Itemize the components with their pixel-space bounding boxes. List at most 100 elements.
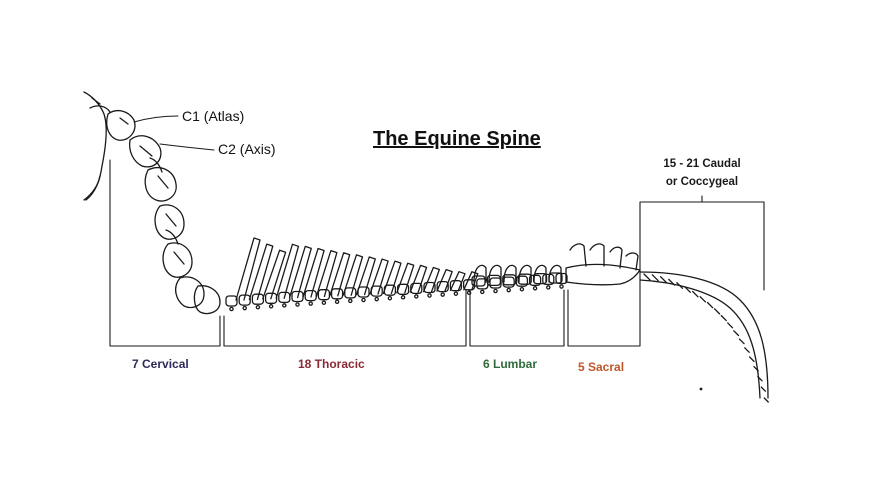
- vertebral-body: [251, 293, 265, 305]
- thoracic-spine: [248, 243, 274, 301]
- page-title: The Equine Spine: [373, 128, 541, 150]
- thoracic-spine: [382, 260, 402, 295]
- vertebral-body: [357, 286, 370, 298]
- thoracic-spine: [288, 245, 312, 299]
- caudal-segment-tick: [753, 365, 759, 372]
- caudal-segment-tick: [757, 375, 763, 382]
- lumbar-body: [471, 275, 486, 287]
- vertebral-foramen: [519, 286, 525, 292]
- thoracic-spine: [329, 252, 351, 297]
- thoracic-spine: [262, 249, 287, 300]
- caudal-label: 15 - 21 Caudal or Coccygeal: [636, 155, 768, 191]
- vertebral-body: [396, 283, 410, 295]
- vertebral-foramen: [321, 300, 327, 305]
- lumbar-spine: [488, 264, 502, 283]
- vertebral-foramen: [295, 302, 300, 307]
- vertebral-foramen: [282, 303, 287, 308]
- sacral-label: 5 Sacral: [578, 360, 625, 374]
- vertebral-body: [304, 289, 317, 302]
- thoracic-spine: [369, 258, 389, 295]
- vertebral-foramen: [466, 290, 472, 296]
- vertebral-foramen: [242, 305, 247, 311]
- caudal-segment-tick: [699, 296, 707, 303]
- thoracic-spine: [463, 271, 479, 291]
- callout-lines: [133, 115, 215, 151]
- vertebral-bodies: [225, 272, 568, 312]
- vertebral-foramen: [229, 306, 234, 312]
- thoracic-spine: [396, 262, 415, 294]
- lumbar-body: [502, 274, 517, 286]
- vertebral-body: [370, 285, 383, 297]
- lumbar-spine: [533, 264, 547, 283]
- lumbar-spine: [473, 264, 487, 283]
- vertebral-foramen: [546, 285, 551, 290]
- thoracic-spinous-processes: [235, 237, 562, 301]
- vertebral-foramen: [348, 298, 353, 304]
- vertebral-body: [344, 287, 357, 299]
- caudal-segment-tick: [738, 338, 745, 345]
- dot-mark: [699, 387, 703, 391]
- caudal-segment-tick: [720, 314, 727, 322]
- sacral-bracket: [567, 289, 641, 347]
- vertebral-foramen: [440, 292, 445, 297]
- region-brackets: [109, 159, 765, 347]
- sacrum: [565, 243, 641, 286]
- vertebral-body: [278, 291, 291, 304]
- vertebral-foramen: [255, 304, 261, 310]
- vertebral-body: [383, 284, 397, 296]
- vertebral-body: [225, 295, 238, 307]
- vertebral-foramen: [480, 289, 485, 295]
- vertebral-body: [291, 290, 304, 303]
- vertebral-body: [462, 279, 476, 291]
- vertebral-foramen: [400, 295, 406, 300]
- caudal-segment-tick: [760, 386, 767, 392]
- vertebral-foramen: [374, 296, 379, 302]
- lumbar-body: [517, 273, 532, 285]
- c2-axis-label: C2 (Axis): [218, 141, 276, 157]
- caudal-segment-tick: [727, 322, 734, 329]
- thoracic-label: 18 Thoracic: [298, 357, 365, 371]
- vertebral-foramen: [532, 286, 538, 291]
- skull-fragment: [83, 91, 111, 201]
- caudal-segment-tick: [668, 278, 676, 286]
- lumbar-spine: [518, 264, 532, 283]
- vertebral-body: [330, 288, 344, 300]
- caudal-segment-tick: [763, 397, 769, 403]
- thoracic-spine: [315, 249, 338, 298]
- vertebral-foramen: [334, 299, 340, 305]
- lumbar-body: [532, 272, 548, 285]
- c1-leader: [133, 115, 179, 123]
- caudal-label-line1: 15 - 21 Caudal: [663, 158, 741, 170]
- vertebral-foramen: [308, 301, 313, 306]
- caudal-segment-tick: [744, 347, 750, 353]
- caudal-segment-tick: [684, 286, 691, 293]
- caudal-segment-tick: [713, 308, 721, 315]
- thoracic-spine: [342, 254, 364, 296]
- vertebral-body: [410, 282, 423, 295]
- lumbar-label: 6 Lumbar: [483, 357, 538, 371]
- thoracic-spine: [409, 264, 428, 293]
- lumbar-body: [548, 272, 563, 284]
- vertebral-body: [502, 276, 515, 288]
- caudal-label-line2: or Coccygeal: [665, 176, 739, 188]
- thoracic-spine: [422, 266, 441, 293]
- caudal-segment-tick: [659, 276, 668, 284]
- cervical-bracket: [109, 159, 221, 347]
- caudal-segment-tick: [651, 274, 659, 282]
- vertebral-foramen: [559, 284, 564, 289]
- caudal-segment-tick: [643, 273, 651, 281]
- cervical-label: 7 Cervical: [132, 357, 189, 371]
- vertebral-body: [238, 294, 251, 306]
- caudal-segment-tick: [748, 356, 755, 363]
- caudal-bracket: [639, 195, 765, 291]
- vertebral-body: [423, 281, 436, 294]
- vertebral-body: [489, 277, 502, 289]
- vertebral-foramen: [268, 304, 274, 309]
- caudal-vertebrae: [639, 271, 769, 403]
- caudal-segment-tick: [733, 330, 740, 337]
- vertebral-foramen: [506, 287, 511, 293]
- thoracic-spine: [355, 256, 376, 296]
- thoracic-spine: [235, 237, 261, 301]
